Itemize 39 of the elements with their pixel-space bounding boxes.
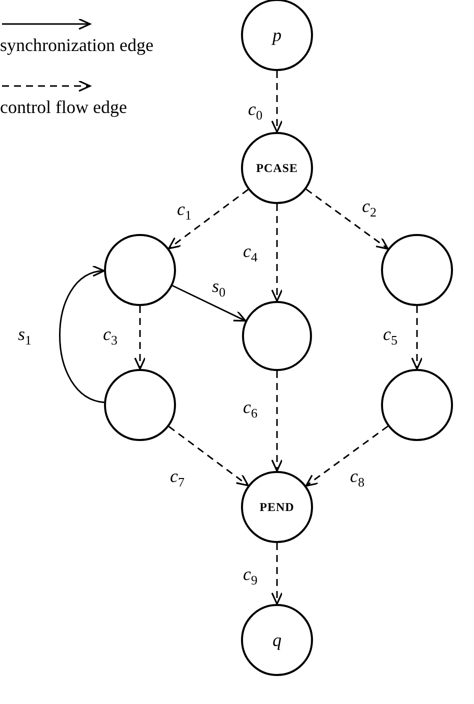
node-label: PEND (260, 500, 294, 514)
edge-label: c$_{9}$ (243, 565, 258, 587)
control-flow-arrow (271, 543, 283, 605)
edge-label: c$_{4}$ (243, 242, 258, 264)
node-label: PCASE (256, 160, 298, 176)
edge-label: c$_{3}$ (103, 325, 118, 347)
synchronization-arrow (172, 284, 246, 322)
control-flow-arrow (411, 306, 423, 370)
state-circle (104, 369, 176, 441)
edge-label: c$_{8}$ (350, 467, 364, 489)
node-label: p (272, 24, 282, 46)
edge-label: c$_{6}$ (243, 398, 258, 420)
edge-label: c$_{0}$ (248, 100, 262, 122)
control-flow-arrow (305, 426, 388, 487)
legend-label: control flow edge (0, 98, 127, 116)
state-circle (104, 234, 176, 306)
control-flow-arrow (271, 204, 283, 302)
control-flow-arrow (134, 306, 146, 370)
node-label: q (272, 630, 282, 650)
state-circle (241, 132, 313, 204)
edge-label: s$_{1}$ (18, 325, 32, 347)
synchronization-arrow (59, 267, 105, 404)
state-circle (241, 471, 313, 543)
state-circle (381, 234, 453, 306)
control-flow-arrow (168, 426, 249, 486)
control-flow-arrow (168, 188, 249, 250)
edge-label: s$_{0}$ (212, 277, 226, 299)
control-flow-arrow (306, 188, 389, 250)
edge-label: c$_{5}$ (383, 325, 398, 347)
state-circle (242, 301, 312, 371)
control-flow-arrow (271, 71, 283, 133)
state-circle (241, 604, 313, 676)
state-circle (381, 369, 453, 441)
state-circle (241, 0, 313, 71)
legend-label: synchronization edge (0, 36, 154, 54)
edge-label: c$_{1}$ (177, 200, 192, 222)
edge-label: c$_{2}$ (362, 197, 376, 219)
control-flow-arrow (271, 371, 283, 472)
edge-label: c$_{7}$ (170, 467, 184, 489)
